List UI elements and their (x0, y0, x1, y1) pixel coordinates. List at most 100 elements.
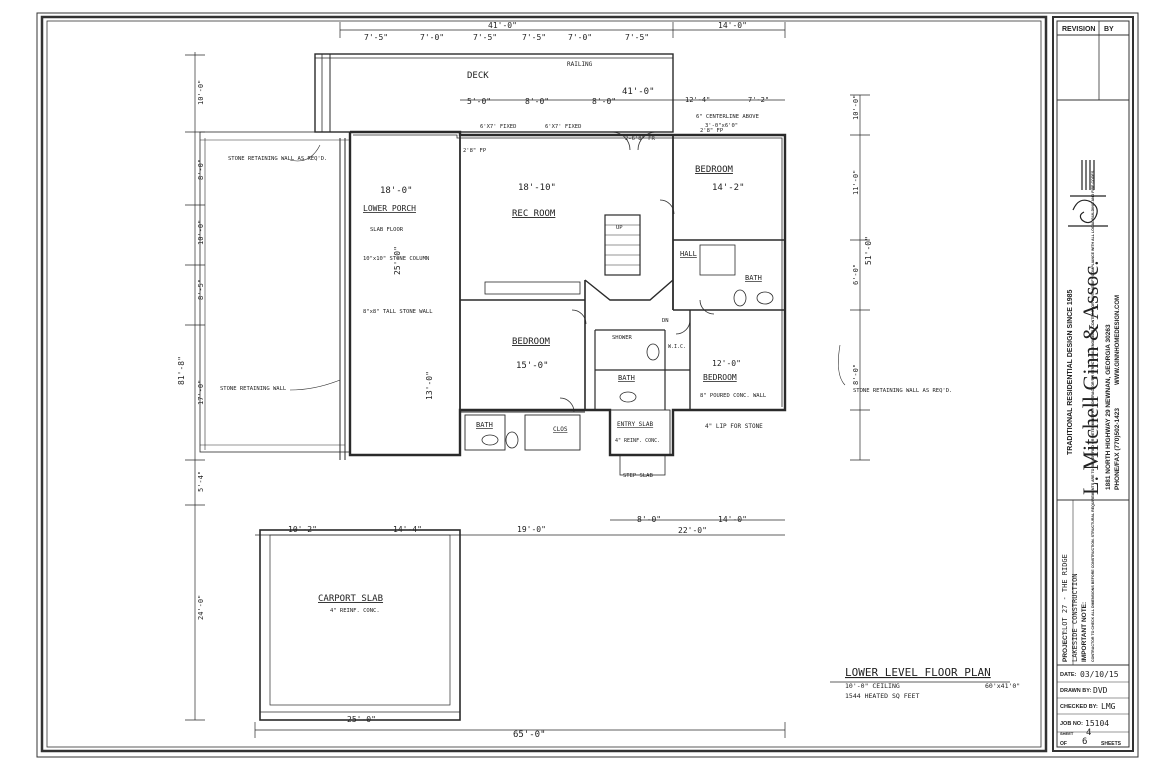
job-no-value: 15104 (1085, 719, 1109, 728)
dim-porch-width: 18'-0" (380, 186, 413, 196)
title-block (1056, 20, 1130, 748)
sheet-value: 4 (1086, 728, 1091, 738)
room-bedroom-ne: BEDROOM (695, 165, 734, 175)
dim-deck-overall: 41'-0" (622, 87, 655, 97)
of-label: OF (1060, 741, 1067, 747)
dim-mid-bottom: 19'-0" (517, 525, 546, 534)
note-poured-wall: 8" POURED CONC. WALL (700, 393, 767, 399)
sheet-border (36, 12, 1139, 758)
plan-heated-note: 1544 HEATED SQ FEET (845, 692, 919, 700)
note-stone-retaining-w: STONE RETAINING WALL (220, 386, 287, 392)
room-lower-porch: LOWER PORCH (363, 204, 416, 213)
date-value: 03/10/15 (1080, 670, 1119, 679)
note-stone-column: 10"x10" STONE COLUMN (363, 256, 429, 262)
sheets-label: SHEETS (1101, 741, 1122, 747)
note-lip-for-stone: 4" LIP FOR STONE (705, 423, 763, 430)
plan-title: LOWER LEVEL FLOOR PLAN (845, 666, 991, 679)
door-label-5: 3'-0"x6'0" (705, 123, 738, 129)
dim-top-seg-2: 7'-0" (420, 33, 444, 42)
dim-top-seg-1: 7'-5" (364, 33, 388, 42)
dim-left-seg-5: 17'-0" (197, 380, 205, 405)
dim-right-seg-1: 10'-0" (852, 95, 860, 120)
revision-header: REVISION (1062, 26, 1095, 33)
dim-bed-w-width: 15'-0" (516, 361, 549, 371)
room-bedroom-e: BEDROOM (703, 373, 737, 382)
note-step-slab: STEP SLAB (623, 473, 653, 479)
room-bedroom-w: BEDROOM (512, 337, 551, 347)
job-no-label: JOB NO: (1060, 721, 1083, 727)
plan-walls (185, 22, 1010, 738)
dim-right-seg-3: 6'-0" (852, 264, 860, 285)
checked-by-label: CHECKED BY: (1060, 704, 1098, 710)
dim-top-seg-3: 7'-5" (473, 33, 497, 42)
dim-right-bottom-total: 22'-0" (678, 526, 707, 535)
room-wic: W.I.C. (668, 344, 686, 350)
door-label-6: 2-6'8" FR (625, 136, 655, 142)
project-label: PROJECT: (1062, 630, 1069, 662)
note-carport-conc: 4" REINF. CONC. (330, 608, 380, 614)
project-value: LOT 27 - THE RIDGE (1061, 554, 1069, 630)
note-stone-wall: 8"x8" TALL STONE WALL (363, 309, 433, 315)
dim-left-seg-3: 10'-0" (197, 220, 205, 245)
room-clos: CLOS (553, 426, 568, 433)
firm-logo (1068, 160, 1108, 227)
plan-scale-note: 60'x41'0" (985, 682, 1020, 690)
dim-left-seg-2: 8'-0" (197, 159, 205, 180)
dim-bed-e-width: 12'-0" (712, 359, 741, 368)
dim-right-bottom-1: 8'-0" (637, 515, 661, 524)
dim-left-seg-1: 10'-0" (197, 80, 205, 105)
phone: PHONE/FAX (770)502-1423 (1114, 408, 1121, 490)
dim-bottom-overall: 65'-0" (513, 730, 546, 740)
dim-carport-bottom: 25'-0" (347, 715, 376, 724)
important-note-label: IMPORTANT NOTE: (1081, 602, 1088, 662)
sheet-label: SHEET (1060, 731, 1074, 736)
dim-ne-seg-2: 7'-2" (748, 96, 769, 104)
room-rec-room: REC ROOM (512, 209, 556, 219)
dim-right-seg-4: 8'-0" (852, 364, 860, 385)
door-label-4: 6'X7' FIXED (545, 124, 581, 130)
project-sub: LAKESIDE CONSTRUCTION (1071, 573, 1079, 662)
dim-top-seg-6: 7'-5" (625, 33, 649, 42)
dim-carport-top: 14'-4" (393, 525, 422, 534)
dim-left-seg-7: 24'-0" (197, 595, 205, 620)
dim-top-seg-5: 7'-0" (568, 33, 592, 42)
dim-top-right: 14'-0" (718, 21, 747, 30)
dim-top-overall: 41'-0" (488, 21, 517, 30)
address: 1881 NORTH HIGHWAY 29 NEWNAN, GEORGIA 30… (1105, 324, 1112, 490)
dim-bed-ne-width: 14'-2" (712, 183, 745, 193)
of-value: 6 (1082, 737, 1087, 747)
note-slab-floor: SLAB FLOOR (370, 227, 404, 233)
room-bath-b: BATH (618, 374, 635, 382)
note-stone-retaining-e: STONE RETAINING WALL AS REQ'D. (853, 388, 952, 394)
dim-right-bottom-2: 14'-0" (718, 515, 747, 524)
note-railing: RAILING (567, 61, 593, 68)
drawn-by-value: DVD (1093, 686, 1108, 695)
room-deck: DECK (467, 71, 489, 81)
firm-name: L. Mitchell Ginn & Assoc. (1078, 260, 1103, 495)
dim-top-seg-4: 7'-5" (522, 33, 546, 42)
dim-rec-width: 18'-10" (518, 183, 556, 193)
checked-by-value: LMG (1101, 702, 1116, 711)
dim-right-seg-2: 11'-0" (852, 170, 860, 195)
door-label-3: 6'X7' FIXED (480, 124, 516, 130)
room-carport: CARPORT SLAB (318, 594, 383, 604)
room-bath-c: BATH (476, 421, 493, 429)
tagline: TRADITIONAL RESIDENTIAL DESIGN SINCE 198… (1067, 289, 1074, 455)
room-shower: SHOWER (612, 335, 633, 341)
note-stone-retaining-nw: STONE RETAINING WALL AS REQ'D. (228, 156, 327, 162)
door-label-2: 2'8" FP (700, 128, 724, 134)
date-label: DATE: (1060, 672, 1077, 678)
note-shower-above: 6" CENTERLINE ABOVE (696, 114, 759, 120)
door-label-1: 2'8" FP (463, 148, 487, 154)
by-header: BY (1104, 26, 1114, 33)
dim-left-overall: 81'-8" (177, 356, 186, 385)
dim-left-seg-6: 5'-4" (197, 471, 205, 492)
dim-right-overall: 51'-0" (864, 236, 873, 265)
drawn-by-label: DRAWN BY: (1060, 688, 1092, 694)
website: WWW.GINNHOMEDESIGN.COM (1115, 295, 1121, 385)
note-up: UP (616, 225, 623, 231)
important-note-text: CONTRACTOR TO CHECK ALL DIMENSIONS BEFOR… (1091, 170, 1095, 662)
plan-ceiling-note: 10'-0" CEILING (845, 682, 900, 690)
dim-deck-seg-1: 5'-0" (467, 97, 491, 106)
